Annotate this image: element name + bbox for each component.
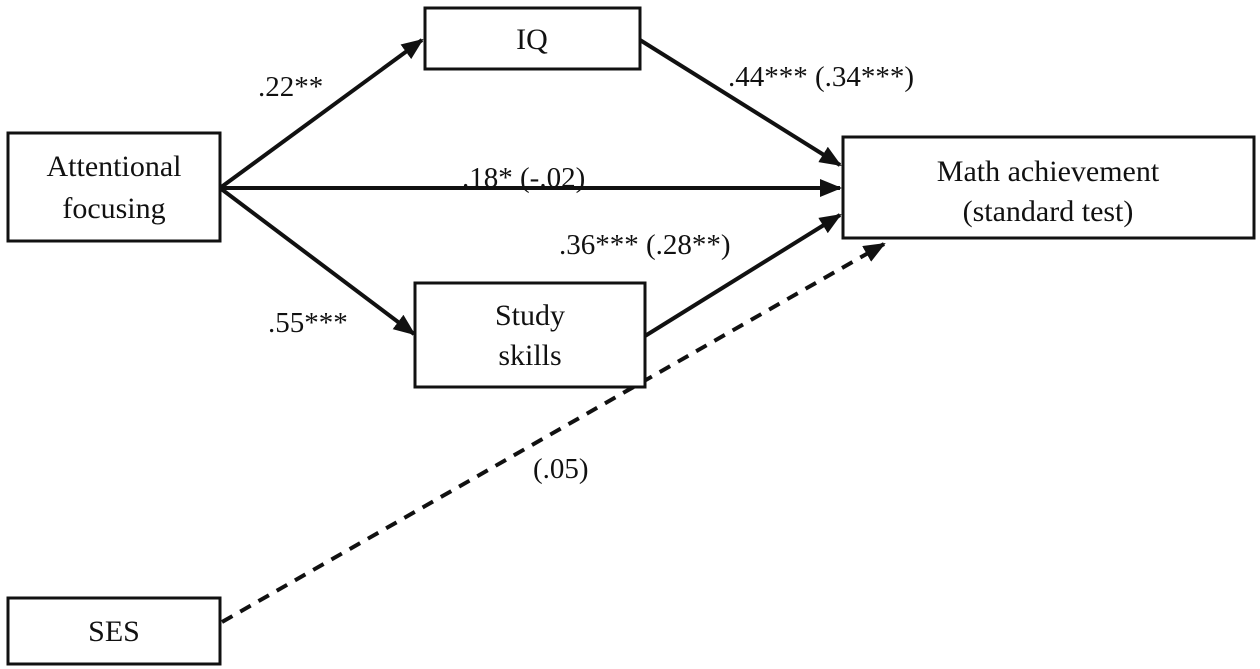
node-attentional-focusing-line2: focusing [62,192,165,225]
edge-iq-to-math [638,38,842,167]
node-attentional-focusing-line1: Attentional [47,150,182,183]
edge-study-to-math [643,213,842,338]
node-ses-label: SES [88,615,140,648]
node-attentional-focusing: Attentional focusing [6,131,222,243]
node-study-skills-line2: skills [498,339,561,372]
node-study-skills-line1: Study [495,299,565,332]
edge-label-ses-to-math: (.05) [533,453,589,485]
edge-attention-to-study [218,186,416,336]
node-iq: IQ [423,6,642,71]
edge-label-attention-to-study: .55*** [268,307,348,339]
edge-ses-to-math [221,242,886,624]
node-math-achievement: Math achievement (standard test) [841,135,1256,240]
node-math-achievement-line1: Math achievement [937,155,1160,188]
node-study-skills: Study skills [413,281,647,389]
edge-label-attention-to-math: .18* (-.02) [462,162,585,194]
node-ses: SES [6,596,222,666]
edge-label-study-to-math: .36*** (.28**) [559,229,731,261]
node-math-achievement-line2: (standard test) [963,195,1134,228]
node-iq-label: IQ [516,23,548,56]
edge-label-iq-to-math: .44*** (.34***) [728,61,914,93]
edge-label-attention-to-iq: .22** [258,71,323,103]
edge-attention-to-iq [218,38,424,190]
